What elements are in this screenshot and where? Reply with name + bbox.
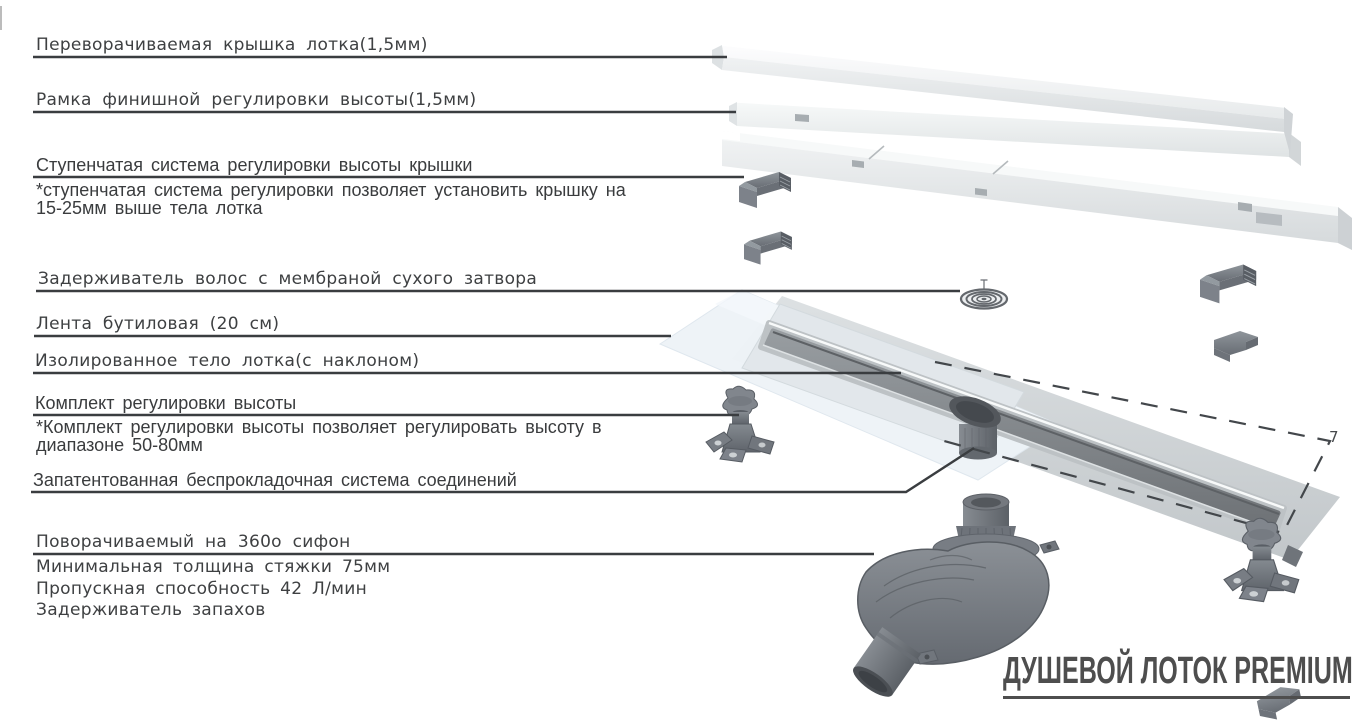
- product-title-block: ДУШЕВОЙ ЛОТОК PREMIUM: [1003, 650, 1353, 699]
- cover-part-illustration: [712, 44, 1293, 154]
- note-step-system-2: 15-25мм выше тела лотка: [36, 198, 263, 218]
- leader-lines: [31, 55, 975, 556]
- hair-catcher-illustration: [959, 279, 1009, 310]
- siphon-illustration: [853, 493, 1060, 697]
- title-underline: [1003, 696, 1350, 699]
- label-connection-system: Запатентованная беспрокладочная система …: [33, 470, 517, 490]
- siphon-spec-2: Пропускная способность 42 Л/мин: [36, 578, 368, 599]
- label-cover: Переворачиваемая крышка лотка(1,5мм): [36, 35, 428, 55]
- note-height-kit-1: *Комплект регулировки высоты позволяет р…: [36, 417, 602, 437]
- drain-channel-illustration: [758, 320, 1287, 535]
- siphon-outlet-pipe-illustration: [853, 627, 921, 697]
- step-clip-illustration: [1199, 263, 1257, 304]
- label-frame: Рамка финишной регулировки высоты(1,5мм): [36, 90, 477, 110]
- dimension-annotation-7: 7: [1329, 428, 1339, 446]
- label-tray-body: Изолированное тело лотка(с наклоном): [35, 351, 420, 371]
- label-step-system: Ступенчатая система регулировки высоты к…: [36, 155, 473, 175]
- step-clip-illustration: [738, 171, 792, 209]
- label-siphon: Поворачиваемый на 360о сифон: [36, 532, 351, 552]
- siphon-spec-1: Минимальная толщина стяжки 75мм: [36, 557, 391, 577]
- label-hair-catcher: Задерживатель волос с мембраной сухого з…: [38, 269, 538, 289]
- siphon-spec-3: Задерживатель запахов: [36, 600, 266, 620]
- frame-part-illustration: [722, 101, 1352, 250]
- label-butyl-tape: Лента бутиловая (20 см): [36, 314, 280, 334]
- step-clip-illustration: [743, 231, 793, 266]
- label-height-kit: Комплект регулировки высоты: [35, 393, 297, 413]
- adjustment-foot-illustration: [705, 385, 775, 463]
- step-clip-illustration: [1214, 331, 1258, 362]
- note-height-kit-2: диапазоне 50-80мм: [36, 435, 203, 455]
- product-title: ДУШЕВОЙ ЛОТОК PREMIUM: [1003, 650, 1353, 692]
- note-step-system-1: *ступенчатая система регулировки позволя…: [36, 180, 626, 200]
- edge-artifact-line: [0, 6, 2, 30]
- outlet-spigot-illustration: [949, 396, 1001, 460]
- siphon-spec-lines: Минимальная толщина стяжки 75мм Пропускн…: [36, 557, 390, 622]
- dashed-install-outline: [932, 360, 1332, 535]
